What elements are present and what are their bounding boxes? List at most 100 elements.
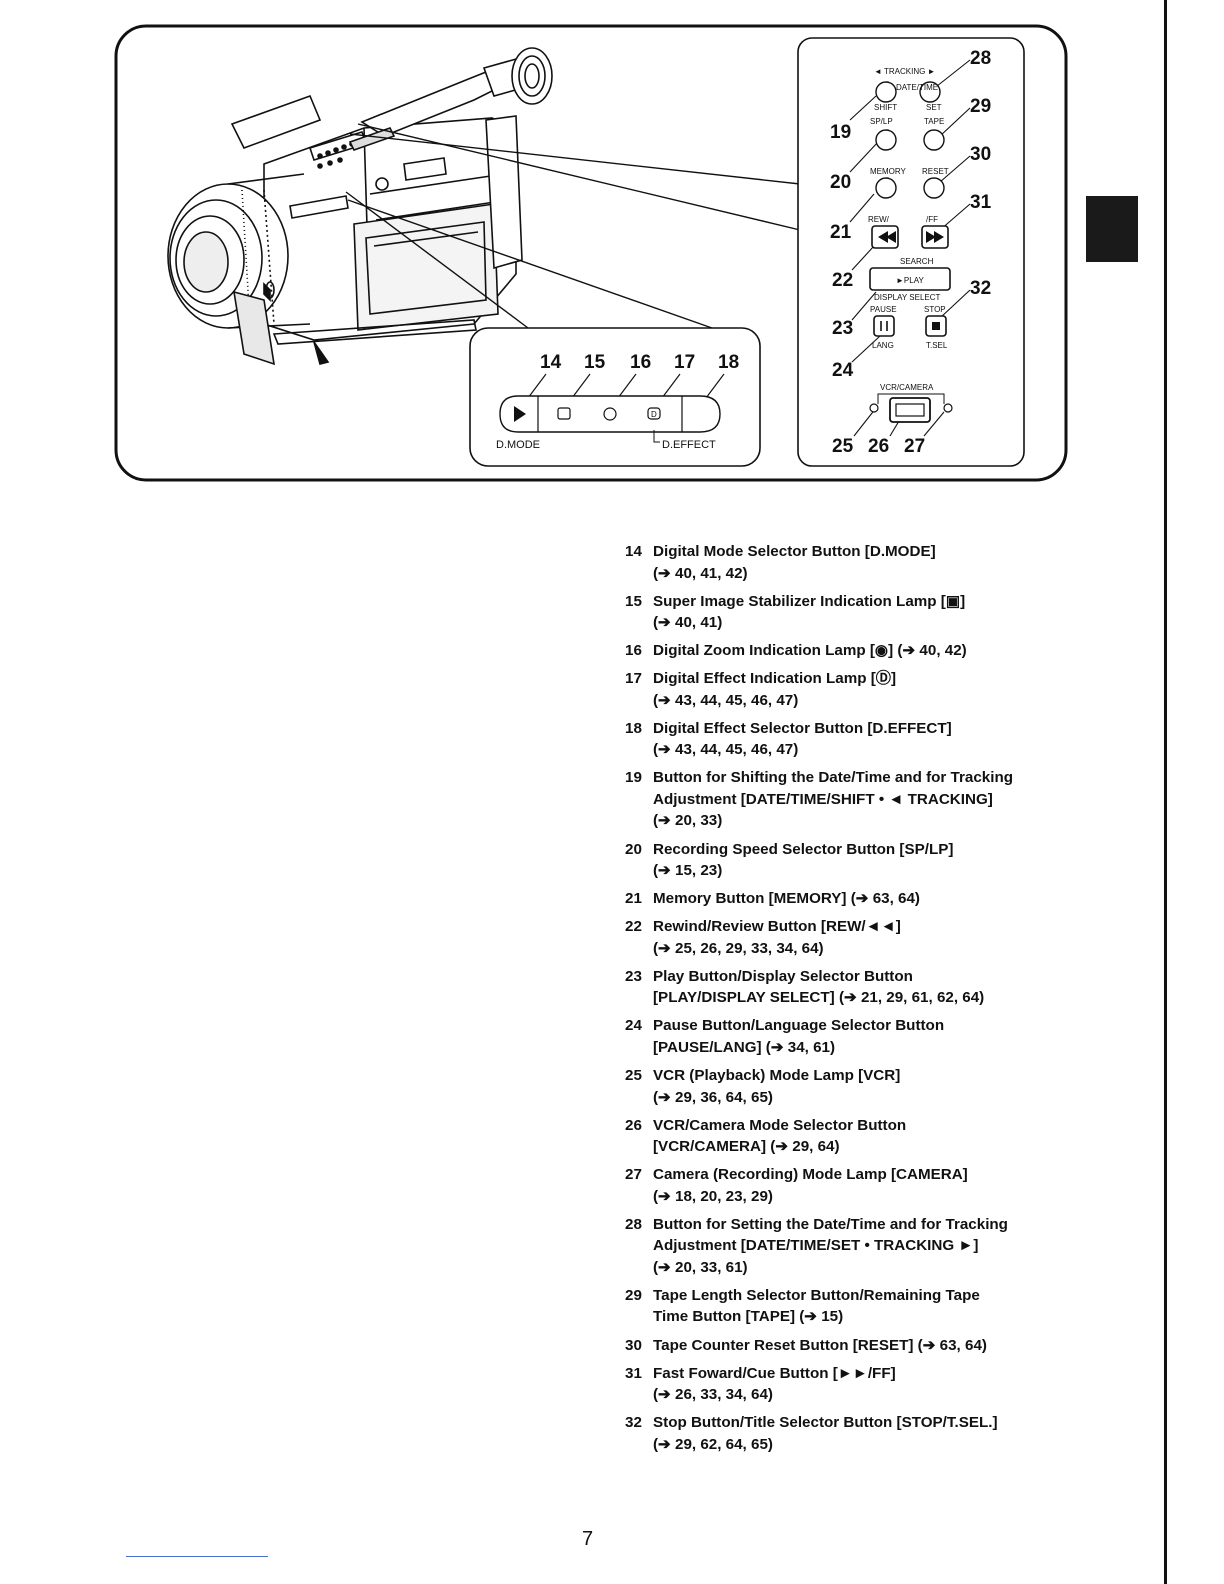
legend-item-text: Button for Setting the Date/Time and for… [653,1215,1008,1233]
legend-item-text: Super Image Stabilizer Indication Lamp [… [653,592,966,610]
legend-item-text: Camera (Recording) Mode Lamp [CAMERA] [653,1166,968,1184]
display-select-label: DISPLAY SELECT [874,293,941,302]
legend-item-number: 16 [625,642,642,660]
callout-29: 29 [970,96,991,117]
callout-23: 23 [832,318,853,339]
callout-26: 26 [868,436,889,457]
legend-item-text: Rewind/Review Button [REW/◄◄] [653,918,901,936]
date-time-label: DATE/TIME [896,83,938,92]
legend-item: 20 Recording Speed Selector Button [SP/LP… [625,839,1095,882]
legend-item-number: 30 [625,1336,642,1354]
legend-item-text: [PAUSE/LANG] (➔ 34, 61) [653,1038,836,1056]
callout-22: 22 [832,270,853,291]
callout-17: 17 [674,352,695,373]
tape-label: TAPE [924,117,944,126]
legend-item-number: 21 [625,890,642,908]
legend-item-number: 32 [625,1414,642,1432]
footer-rule [126,1556,268,1557]
legend-item-number: 18 [625,719,642,737]
legend-item-number: 25 [625,1067,642,1085]
rew-label: REW/ [868,215,890,224]
legend-item-text: (➔ 15, 23) [653,862,723,880]
legend-item: 22 Rewind/Review Button [REW/◄◄] (➔ 25, 26… [625,916,1095,959]
callout-25: 25 [832,436,854,457]
legend-item: 19 Button for Shifting the Date/Time and … [625,767,1095,832]
control-panel-inset: 28 29 19 30 20 31 21 22 32 23 24 25 26 2… [797,37,1025,467]
callout-30: 30 [970,144,991,165]
legend-item-text: Adjustment [DATE/TIME/SHIFT • ◄ TRACKING… [653,790,993,808]
legend-item-text: VCR (Playback) Mode Lamp [VCR] [653,1067,901,1085]
camcorder-figure: 14 15 16 17 18 D D.MODE D.EFFECT 28 29 [114,24,1068,482]
callout-32: 32 [970,278,991,299]
legend-item-text: Adjustment [DATE/TIME/SET • TRACKING ►] [653,1237,979,1255]
shift-label: SHIFT [874,103,897,112]
dmode-inset: 14 15 16 17 18 D D.MODE D.EFFECT [469,327,761,467]
pause-label: PAUSE [870,305,897,314]
legend-item-number: 31 [625,1364,642,1382]
svg-text:D: D [651,410,657,419]
camcorder-illustration [167,47,553,366]
callout-27: 27 [904,436,925,457]
legend-item-text: (➔ 25, 26, 29, 33, 34, 64) [653,939,824,957]
play-label: ►PLAY [896,276,924,285]
legend-item-number: 24 [625,1017,642,1035]
callout-19: 19 [830,122,851,143]
legend-item-number: 15 [625,592,642,610]
figure-drawing: 14 15 16 17 18 D D.MODE D.EFFECT 28 29 [114,24,1068,482]
page-number: 7 [582,1528,594,1550]
legend-item-text: (➔ 18, 20, 23, 29) [653,1187,773,1205]
figure-frame [114,24,1068,482]
legend-item: 28 Button for Setting the Date/Time and f… [625,1214,1095,1279]
legend-item-number: 17 [625,670,642,688]
legend-item-number: 19 [625,769,642,787]
memory-label: MEMORY [870,167,907,176]
legend-item-text: Time Button [TAPE] (➔ 15) [653,1308,844,1326]
legend-item-text: Digital Mode Selector Button [D.MODE] [653,543,936,560]
legend-item-text: (➔ 29, 62, 64, 65) [653,1435,773,1453]
search-label: SEARCH [900,257,934,266]
legend-item-text: Stop Button/Title Selector Button [STOP/… [653,1414,998,1432]
legend-item-number: 29 [625,1286,642,1304]
tracking-label: ◄ TRACKING ► [874,67,935,76]
legend-item-number: 20 [625,840,642,858]
legend-item-text: VCR/Camera Mode Selector Button [653,1116,907,1134]
legend-item-text: Fast Foward/Cue Button [►►/FF] [653,1364,896,1382]
legend-item-text: Play Button/Display Selector Button [653,967,913,985]
legend-item-text: (➔ 20, 33) [653,812,723,830]
callout-18: 18 [718,352,739,373]
legend-item-text: (➔ 40, 41, 42) [653,564,748,582]
legend-item-text: Tape Length Selector Button/Remaining Ta… [653,1286,980,1304]
legend-item: 15 Super Image Stabilizer Indication Lamp… [625,591,1095,634]
legend-item: 18 Digital Effect Selector Button [D.EFFE… [625,718,1095,761]
legend-item-text: [PLAY/DISPLAY SELECT] (➔ 21, 29, 61, 62,… [653,989,985,1007]
legend-item-number: 22 [625,918,642,936]
legend-item-text: (➔ 20, 33, 61) [653,1258,748,1276]
reset-label: RESET [922,167,949,176]
legend-item: 30 Tape Counter Reset Button [RESET] (➔ 6… [625,1335,1095,1357]
legend-item-text: (➔ 43, 44, 45, 46, 47) [653,741,799,759]
callout-20: 20 [830,172,851,193]
section-tab-marker [1086,196,1138,262]
legend-item-text: (➔ 29, 36, 64, 65) [653,1088,773,1106]
legend-item-number: 28 [625,1215,642,1233]
legend-item-text: (➔ 26, 33, 34, 64) [653,1386,773,1404]
legend-item-number: 23 [625,967,642,985]
callout-31: 31 [970,192,992,213]
legend-item-text: Tape Counter Reset Button [RESET] (➔ 63,… [653,1336,987,1354]
callout-28: 28 [970,48,991,69]
legend-item: 23 Play Button/Display Selector Button [PL… [625,966,1095,1009]
legend-item-text: Button for Shifting the Date/Time and fo… [653,769,1014,787]
legend-item-text: (➔ 43, 44, 45, 46, 47) [653,691,799,709]
callout-14: 14 [540,352,562,373]
legend-item-text: Recording Speed Selector Button [SP/LP] [653,840,954,858]
vcr-camera-label: VCR/CAMERA [880,383,934,392]
callout-21: 21 [830,222,852,243]
stop-label: STOP [924,305,946,314]
legend-item: 32 Stop Button/Title Selector Button [STO… [625,1412,1095,1455]
legend-item-text: Digital Effect Selector Button [D.EFFECT… [653,719,952,737]
